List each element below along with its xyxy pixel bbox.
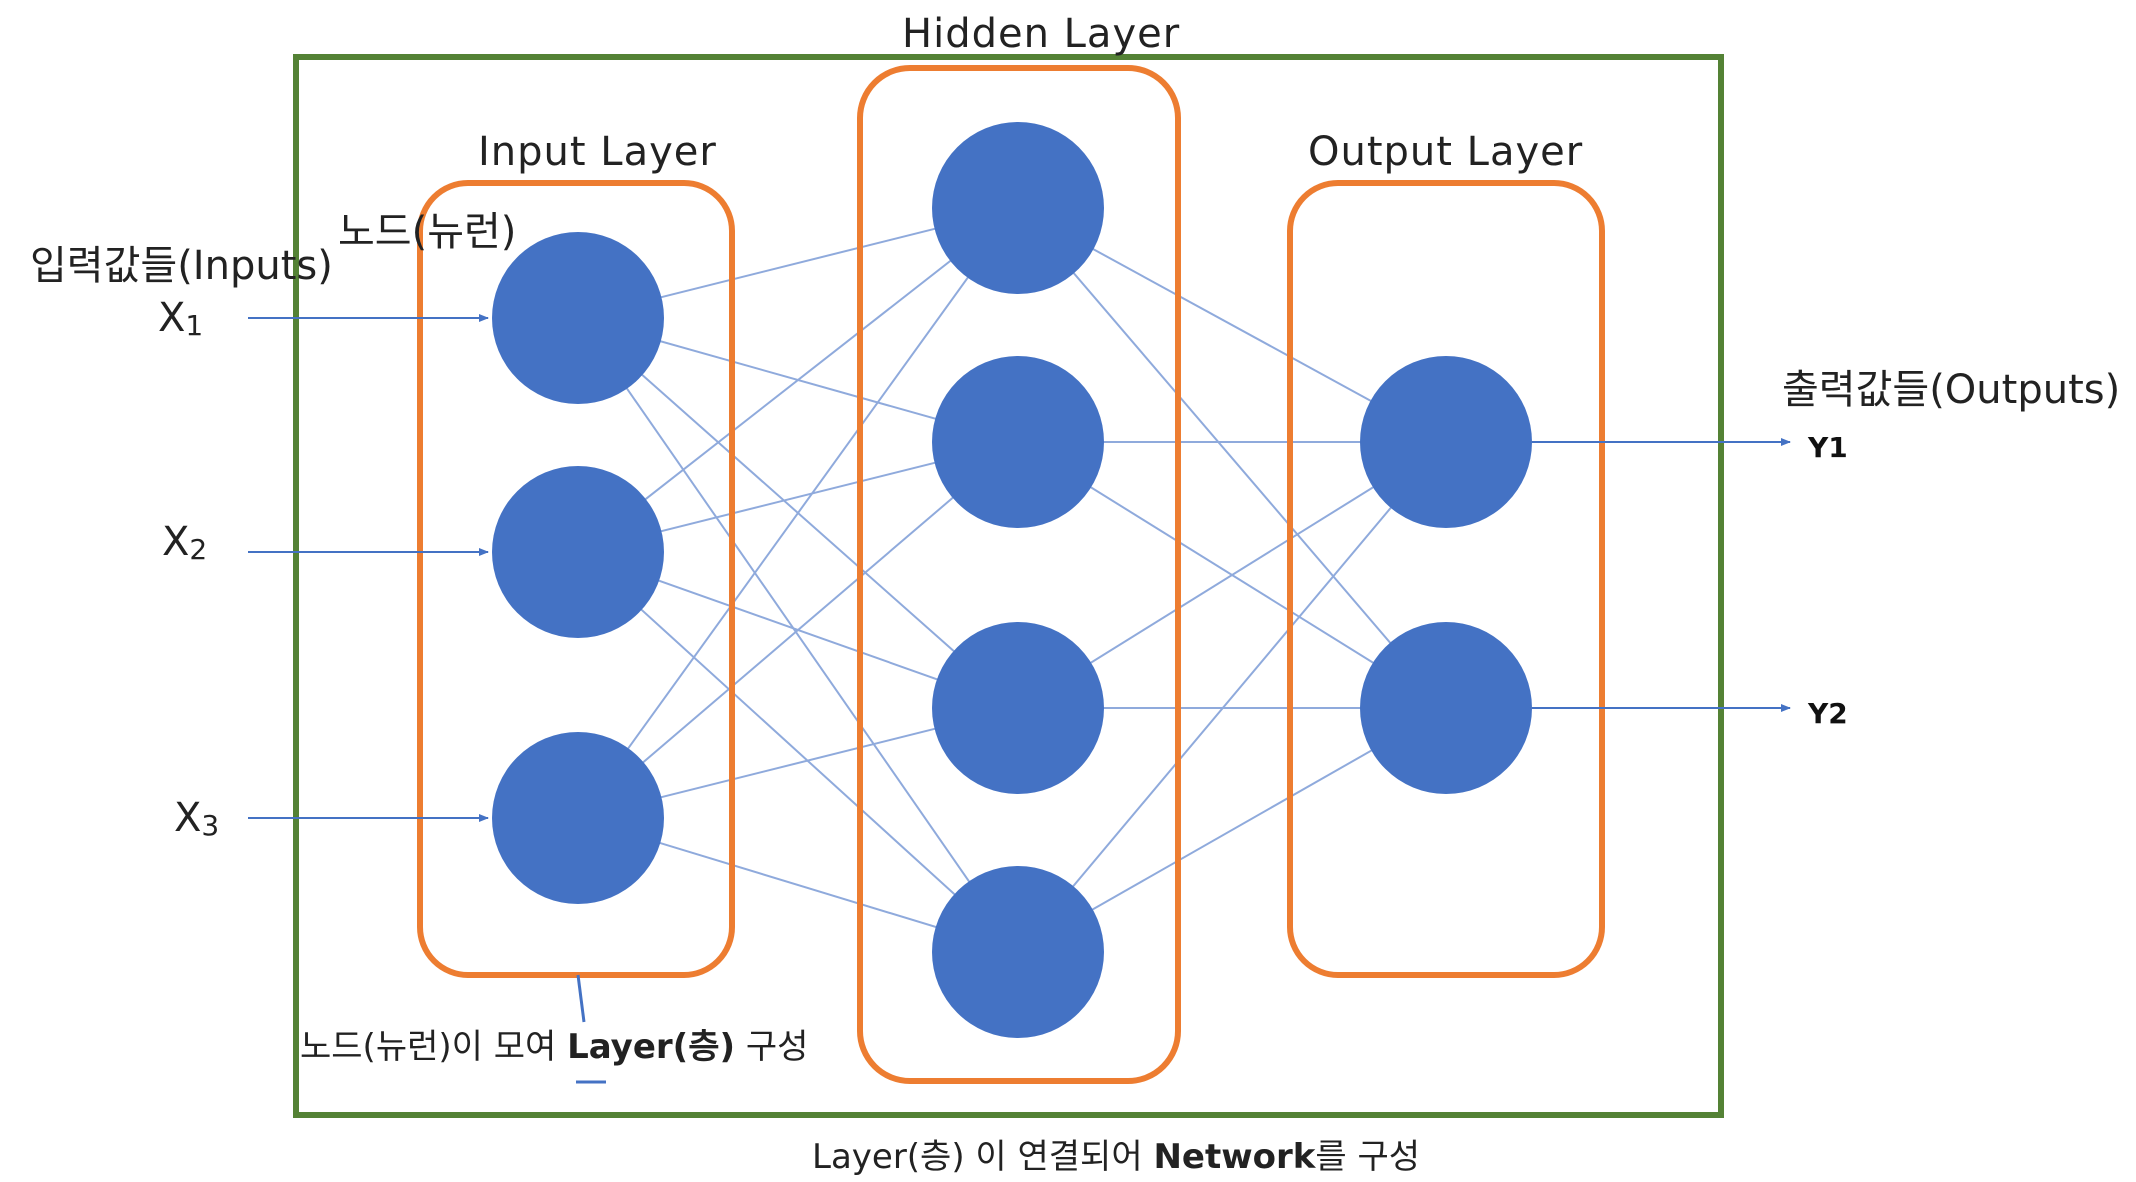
- output-y1-label: Y1: [1808, 431, 1848, 464]
- output-node-1: [1360, 356, 1532, 528]
- edge-input2-hidden1: [577, 207, 1019, 553]
- input-layer-title: Input Layer: [478, 129, 717, 175]
- edge-input2-hidden4: [577, 551, 1019, 953]
- caption-pointer: [576, 974, 586, 1023]
- hidden-node-4: [932, 866, 1104, 1038]
- hidden-node-3: [932, 622, 1104, 794]
- input-layer-box: [417, 180, 735, 978]
- hidden-layer-title: Hidden Layer: [902, 11, 1181, 57]
- network-caption: Layer(층) 이 연결되어 Network를 구성: [812, 1137, 1421, 1177]
- edge-input3-hidden1: [577, 207, 1019, 819]
- output-layer-box: [1287, 180, 1605, 978]
- input-x2-label: X2: [162, 519, 208, 567]
- input-node-1: [492, 232, 664, 404]
- output-node-2: [1360, 622, 1532, 794]
- input-x3-label: X3: [174, 795, 220, 843]
- inputs-label: 입력값들(Inputs): [30, 243, 333, 289]
- hidden-node-2: [932, 356, 1104, 528]
- node-neuron-label: 노드(뉴런): [338, 209, 517, 255]
- network-boundary: [293, 54, 1724, 1118]
- edge-hidden1-output2: [1017, 207, 1447, 709]
- input-x1-label: X1: [158, 295, 204, 343]
- layer-caption: 노드(뉴런)이 모여 Layer(층) 구성: [300, 1027, 809, 1067]
- output-y2-label: Y2: [1808, 697, 1848, 730]
- hidden-layer-box: [857, 65, 1181, 1084]
- outputs-label: 출력값들(Outputs): [1782, 367, 2121, 413]
- input-node-3: [492, 732, 664, 904]
- io-arrows: [248, 314, 1791, 822]
- edge-hidden4-output1: [1017, 441, 1447, 953]
- output-layer-title: Output Layer: [1308, 129, 1584, 175]
- input-node-2: [492, 466, 664, 638]
- hidden-node-1: [932, 122, 1104, 294]
- nodes: [492, 122, 1532, 1038]
- edge-input3-hidden2: [577, 441, 1019, 819]
- edge-input1-hidden4: [577, 317, 1019, 953]
- connections: [577, 207, 1447, 953]
